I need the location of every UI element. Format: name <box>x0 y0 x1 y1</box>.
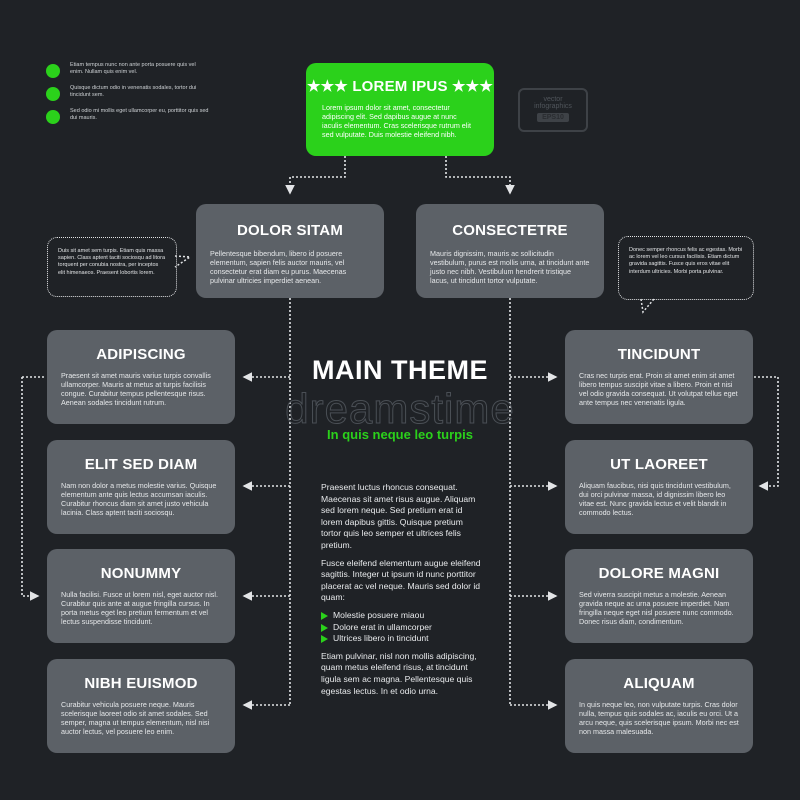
bubble-left-text: Duis sit amet sem turpis. Etiam quis mas… <box>58 248 166 276</box>
main-theme-subtitle: In quis neque leo turpis <box>327 427 473 442</box>
right-box-4: ALIQUAM In quis neque leo, non vulputate… <box>565 659 753 753</box>
bullet-item: Molestie posuere miaou <box>321 610 481 622</box>
left-box-3: NONUMMY Nulla facilisi. Fusce ut lorem n… <box>47 549 235 643</box>
mid-right-box: CONSECTETRE Mauris dignissim, mauris ac … <box>416 204 604 298</box>
box-body: Nulla facilisi. Fusce ut lorem nisl, ege… <box>61 590 218 626</box>
center-paragraph: Fusce eleifend elementum augue eleifend … <box>321 557 481 603</box>
box-title: ADIPISCING <box>96 346 186 363</box>
left-box-4: NIBH EUISMOD Curabitur vehicula posuere … <box>47 659 235 753</box>
bullet-item: Dolore erat in ullamcorper <box>321 622 481 634</box>
box-body: Sed viverra suscipit metus a molestie. A… <box>579 590 734 626</box>
main-theme-title: MAIN THEME <box>312 355 488 385</box>
box-body: Aliquam faucibus, nisi quis tincidunt ve… <box>579 481 731 517</box>
mid-right-body: Mauris dignissim, mauris ac sollicitudin… <box>430 249 590 285</box>
box-title: TINCIDUNT <box>617 346 701 363</box>
mid-left-body: Pellentesque bibendum, libero id posuere… <box>210 249 347 285</box>
legend-text: Sed odio mi mollis eget ullamcorper eu, … <box>70 108 209 121</box>
bubble-left-tail <box>174 255 192 268</box>
bullet-list: Molestie posuere miaou Dolore erat in ul… <box>321 610 481 645</box>
green-dot-icon <box>46 110 60 124</box>
speech-bubble-left: Duis sit amet sem turpis. Etiam quis mas… <box>47 237 177 297</box>
speech-bubble-right: Donec semper rhoncus felis ac egestas. M… <box>618 236 754 300</box>
bubble-right-text: Donec semper rhoncus felis ac egestas. M… <box>629 247 743 275</box>
green-dot-icon <box>46 64 60 78</box>
right-box-1: TINCIDUNT Cras nec turpis erat. Proin si… <box>565 330 753 424</box>
right-box-2: UT LAOREET Aliquam faucibus, nisi quis t… <box>565 440 753 534</box>
box-title: DOLORE MAGNI <box>598 565 720 582</box>
top-box-title: ★★★ LOREM IPUS ★★★ <box>307 78 493 95</box>
mid-left-box: DOLOR SITAM Pellentesque bibendum, liber… <box>196 204 384 298</box>
bullet-item: Ultrices libero in tincidunt <box>321 633 481 645</box>
eps-stamp: vector infographics EPS10 <box>518 88 588 132</box>
center-text: Praesent luctus rhoncus consequat. Maece… <box>321 482 481 703</box>
top-box-body: Lorem ipsum dolor sit amet, consectetur … <box>322 103 471 139</box>
box-title: ELIT SED DIAM <box>84 456 198 473</box>
box-body: Curabitur vehicula posuere neque. Mauris… <box>61 700 210 736</box>
legend-text: Etiam tempus nunc non ante porta posuere… <box>70 62 196 75</box>
box-body: Praesent sit amet mauris varius turpis c… <box>61 371 211 407</box>
mid-left-title: DOLOR SITAM <box>236 222 344 239</box>
stamp-line2: infographics <box>534 103 572 110</box>
stamp-line1: vector <box>543 96 563 103</box>
box-title: NONUMMY <box>100 565 182 582</box>
box-body: Cras nec turpis erat. Proin sit amet eni… <box>579 371 738 407</box>
box-body: In quis neque leo, non vulputate turpis.… <box>579 700 739 736</box>
legend-text: Quisque dictum odio in venenatis sodales… <box>70 85 197 98</box>
box-title: UT LAOREET <box>610 456 708 473</box>
left-box-1: ADIPISCING Praesent sit amet mauris vari… <box>47 330 235 424</box>
mid-right-title: CONSECTETRE <box>452 222 568 239</box>
box-body: Nam non dolor a metus molestie varius. Q… <box>61 481 217 517</box>
watermark: dreamstime <box>285 385 515 433</box>
top-box: ★★★ LOREM IPUS ★★★ Lorem ipsum dolor sit… <box>306 63 494 156</box>
center-paragraph: Etiam pulvinar, nisl non mollis adipisci… <box>321 650 477 696</box>
center-paragraph: Praesent luctus rhoncus consequat. Maece… <box>321 482 476 550</box>
box-title: NIBH EUISMOD <box>84 675 198 692</box>
bubble-right-tail <box>640 298 655 314</box>
stamp-badge: EPS10 <box>537 113 569 122</box>
left-box-2: ELIT SED DIAM Nam non dolor a metus mole… <box>47 440 235 534</box>
green-dot-icon <box>46 87 60 101</box>
box-title: ALIQUAM <box>623 675 695 692</box>
right-box-3: DOLORE MAGNI Sed viverra suscipit metus … <box>565 549 753 643</box>
